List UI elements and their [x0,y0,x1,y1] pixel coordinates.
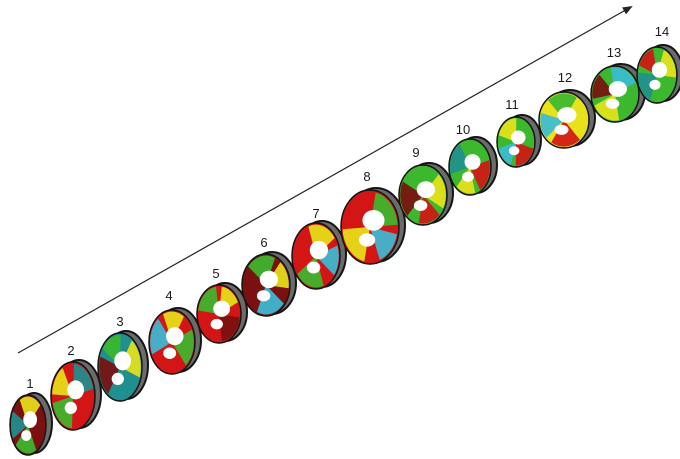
inner-void [649,79,661,90]
inner-void [608,81,627,97]
ring-outline [9,394,47,456]
progression-arrow [17,6,633,354]
slice-label: 7 [312,206,319,221]
ring-outline [636,46,678,104]
slice-ring: 2 [50,343,102,431]
flow-region [316,245,339,276]
inner-void [163,347,177,359]
inner-void [554,124,569,135]
flow-region [638,72,657,100]
slice-label: 5 [212,266,219,281]
inner-void [413,200,428,211]
flow-region [592,74,615,99]
flow-region [19,396,41,425]
slice-label: 3 [116,314,123,329]
inner-void [651,62,668,78]
inner-void [309,240,328,260]
inner-void [213,300,230,317]
slice-ring: 4 [148,288,202,375]
inner-void [210,318,223,330]
flow-region [99,356,120,394]
ring-outline [148,309,196,375]
flow-region [515,142,534,166]
slice-label: 13 [607,45,621,60]
ring-outline [590,65,640,123]
inner-void [256,290,271,302]
ring-outline [196,284,242,344]
inner-void [508,146,520,156]
flow-region [370,227,397,260]
flow-region [450,144,470,174]
inner-void [67,380,84,400]
ring-outline [291,222,341,290]
inner-void [362,209,385,231]
inner-void [21,430,32,441]
flow-region [172,329,194,366]
slice-label: 14 [655,24,669,39]
flow-region [548,93,577,120]
slice-ring: 9 [398,145,454,226]
inner-void [259,270,278,289]
inner-void [462,171,474,182]
slice-label: 10 [456,122,470,137]
flow-region [400,181,423,216]
ring-outline [50,361,96,431]
inner-void [464,154,481,170]
ring-outline [241,253,291,317]
slice-ring: 6 [241,235,297,317]
slice-ring: 3 [97,314,149,402]
slice-label: 6 [260,235,267,250]
slice-ring: 11 [496,97,542,168]
flow-region [540,112,564,138]
slice-label: 8 [363,169,370,184]
slice-ring: 1 [9,376,53,456]
inner-void [416,181,435,199]
flow-region [150,318,172,355]
slice-ring: 5 [196,266,248,344]
slice-ring: 14 [636,24,680,104]
flow-region [10,411,28,439]
slice-label: 12 [558,70,572,85]
inner-void [166,327,184,346]
inner-void [358,233,376,247]
inner-void [557,107,577,123]
inner-void [114,351,131,371]
slice-label: 2 [67,343,74,358]
inner-void [111,372,124,386]
ring-outline [496,116,536,168]
ring-outline [538,91,590,149]
ring-outline [448,138,492,196]
slice-label: 9 [412,145,419,160]
inner-void [511,130,526,145]
ring-outline [340,189,400,265]
inner-void [306,261,321,274]
slice-ring: 12 [538,70,596,149]
inner-void [605,98,620,109]
slice-ring: 13 [590,45,646,123]
ring-outline [398,164,448,226]
slice-label: 4 [165,288,172,303]
slice-label: 11 [505,97,519,112]
slice-ring: 10 [448,122,498,196]
inner-void [64,401,77,415]
ring-outline [97,332,143,402]
slice-ring: 7 [291,206,347,290]
slice-label: 1 [26,376,33,391]
inner-void [23,411,37,428]
slice-ring: 8 [340,169,406,265]
flow-region [219,314,240,342]
flow-region [163,311,184,342]
